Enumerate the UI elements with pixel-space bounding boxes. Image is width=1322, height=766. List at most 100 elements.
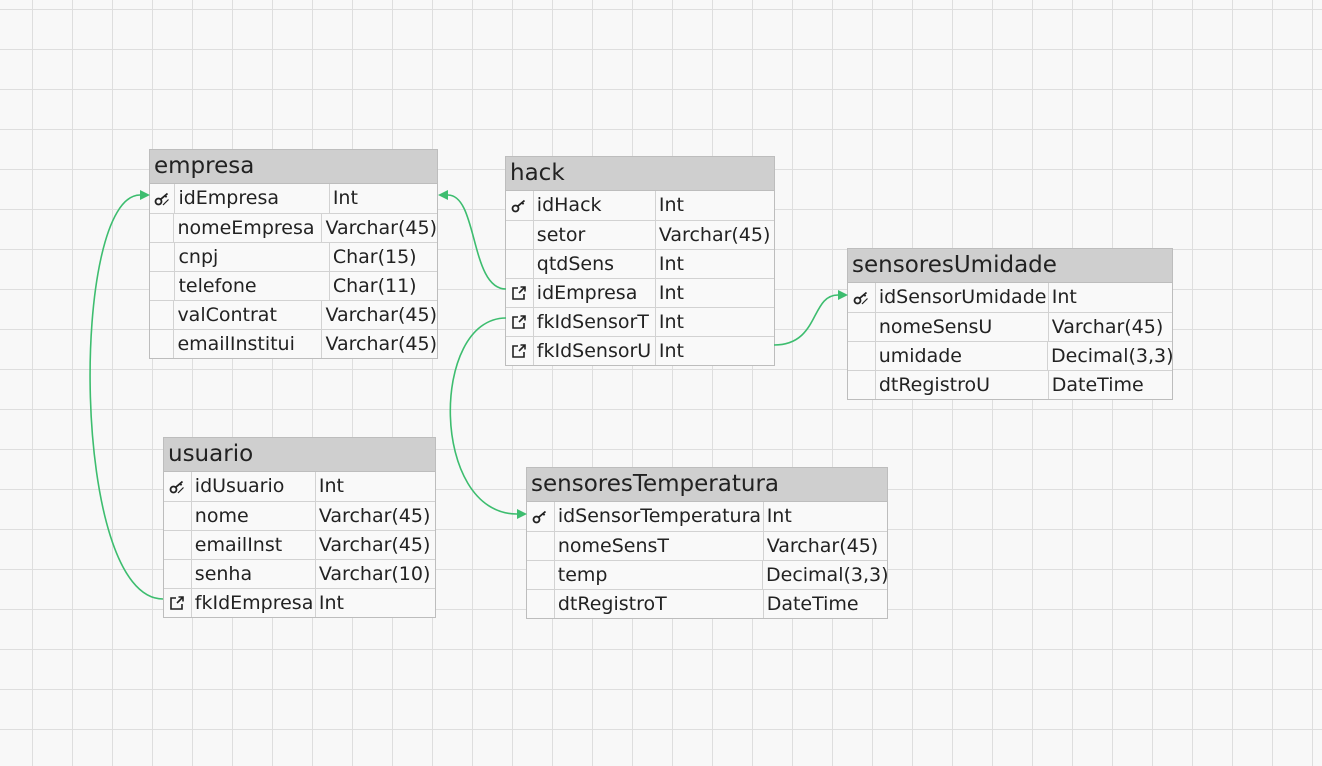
column-type: Int (658, 253, 684, 275)
key-icon (506, 191, 534, 220)
foreign-key-icon (164, 589, 192, 617)
foreign-key-icon (506, 337, 534, 365)
column-type: Varchar(45) (325, 217, 437, 239)
column-name: umidade (876, 342, 1048, 370)
column-type: Varchar(45) (318, 534, 431, 556)
column-name: fkIdEmpresa (192, 589, 316, 617)
column-type: Varchar(45) (325, 333, 437, 355)
relation-hack-umidade[interactable] (773, 294, 839, 346)
column-type: Int (658, 194, 684, 216)
column-type: Int (766, 505, 792, 527)
icon-cell (848, 371, 876, 399)
icon-cell (506, 250, 534, 278)
key-edit-icon (848, 283, 876, 312)
column-type: Varchar(10) (318, 563, 431, 585)
column-name: idSensorUmidade (876, 283, 1049, 312)
column-type: Int (658, 340, 684, 362)
column-type: Varchar(45) (325, 304, 437, 326)
icon-cell (527, 532, 555, 560)
column-name: fkIdSensorT (534, 308, 656, 336)
icon-cell (150, 330, 175, 358)
column-type: Char(11) (332, 275, 417, 297)
key-icon (527, 502, 555, 531)
column-name: cnpj (175, 243, 330, 271)
column-type: Int (318, 592, 344, 614)
table-title[interactable]: empresa (150, 150, 437, 184)
column-name: idEmpresa (534, 279, 656, 307)
column-type: Decimal(3,3) (1051, 345, 1174, 367)
column-name: nomeSensT (555, 532, 764, 560)
icon-cell (150, 214, 175, 242)
icon-cell (848, 313, 876, 341)
column-name: nomeEmpresa (174, 214, 323, 242)
column-name: setor (534, 221, 656, 249)
icon-cell (164, 502, 192, 530)
column-type: Int (658, 311, 684, 333)
column-name: senha (192, 560, 316, 588)
icon-cell (848, 342, 876, 370)
column-name: dtRegistroT (555, 590, 764, 618)
column-name: emailInstitui (174, 330, 323, 358)
column-name: idSensorTemperatura (555, 502, 764, 531)
column-type: Int (318, 475, 344, 497)
column-name: valContrat (174, 301, 323, 329)
column-type: Int (658, 282, 684, 304)
arrowhead-icon (438, 190, 448, 200)
column-name: emailInst (192, 531, 316, 559)
foreign-key-icon (506, 279, 534, 307)
column-type: Char(15) (332, 246, 417, 268)
table-title[interactable]: sensoresUmidade (848, 249, 1172, 283)
foreign-key-icon (506, 308, 534, 336)
table-title[interactable]: sensoresTemperatura (527, 468, 887, 502)
column-type: Varchar(45) (766, 535, 879, 557)
column-name: nome (192, 502, 316, 530)
column-type: Varchar(45) (318, 505, 431, 527)
column-type: DateTime (1051, 374, 1144, 396)
column-name: qtdSens (534, 250, 656, 278)
column-type: Varchar(45) (1051, 316, 1164, 338)
icon-cell (527, 561, 555, 589)
column-type: Int (332, 187, 358, 209)
key-edit-icon (150, 184, 176, 213)
relation-hack-empresa[interactable] (447, 194, 507, 290)
column-type: Varchar(45) (658, 224, 771, 246)
column-type: Int (1051, 286, 1077, 308)
table-title[interactable]: hack (506, 157, 774, 191)
column-name: idUsuario (192, 472, 316, 501)
icon-cell (164, 560, 192, 588)
icon-cell (150, 243, 176, 271)
table-title[interactable]: usuario (164, 438, 435, 472)
column-type: Decimal(3,3) (766, 564, 889, 586)
icon-cell (527, 590, 555, 618)
